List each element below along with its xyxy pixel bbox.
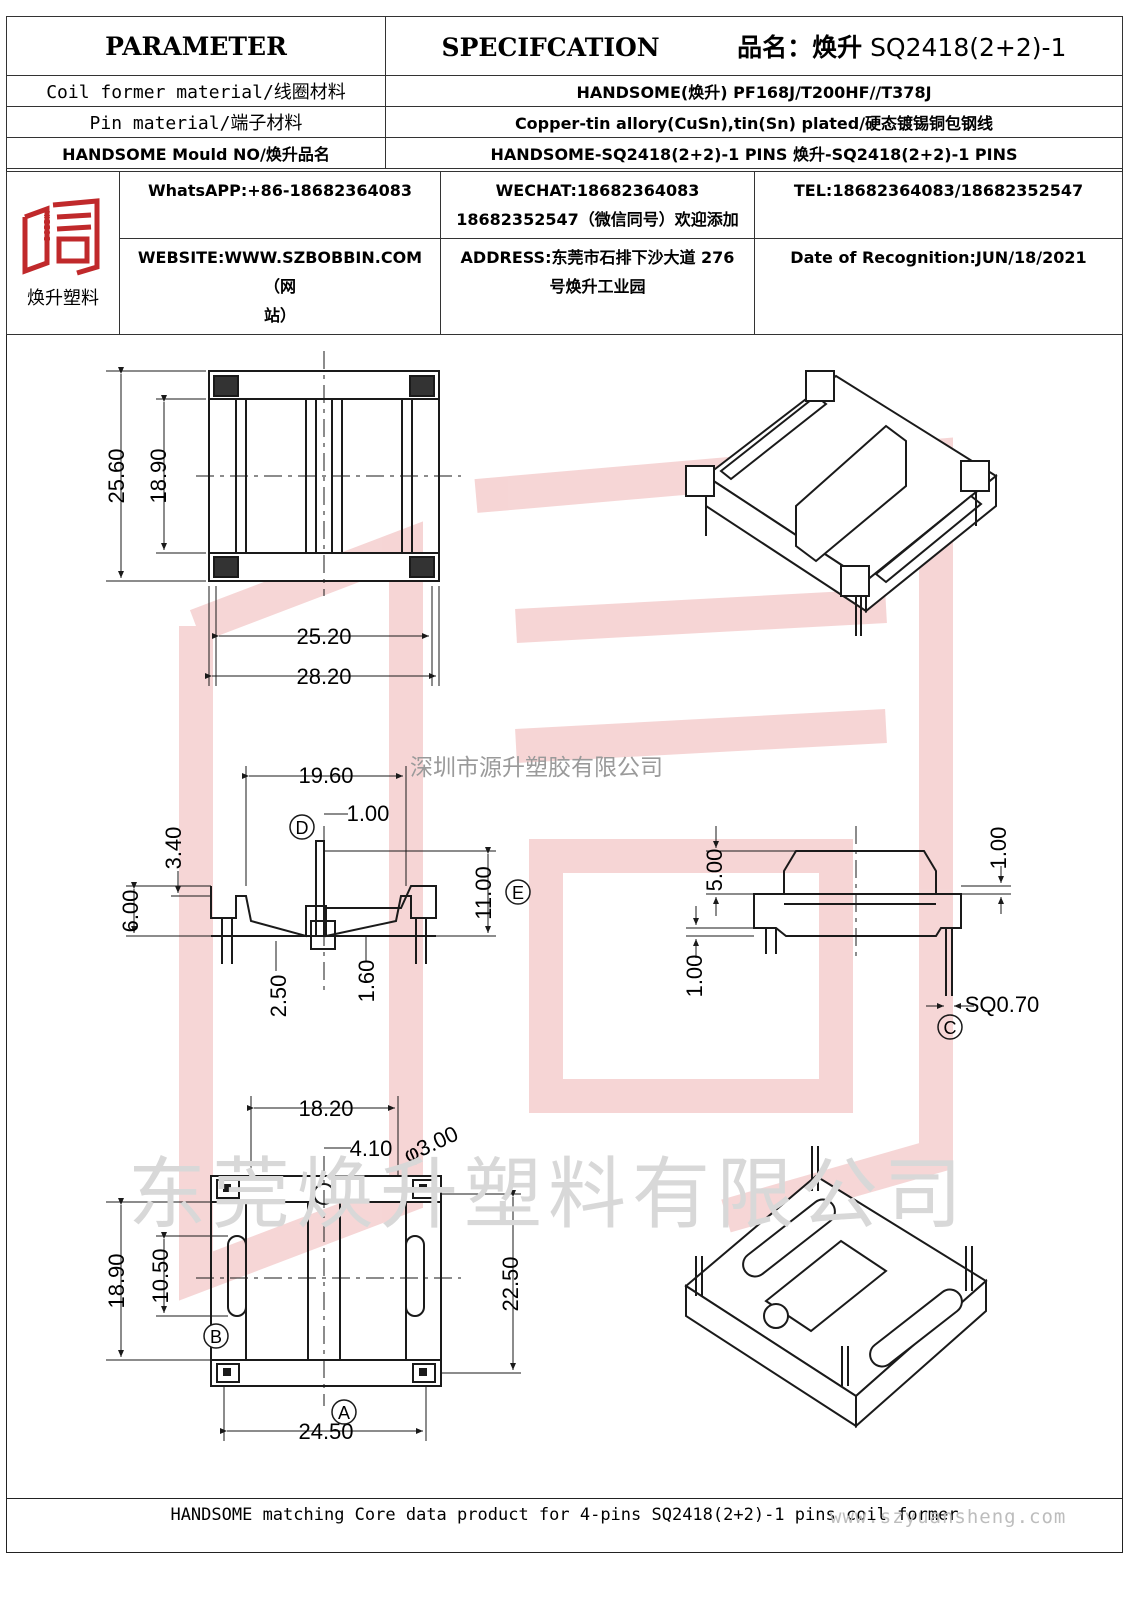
dim-top-width-total: 28.20 (296, 664, 351, 689)
side-view (686, 826, 1011, 1009)
label-e-circle (505, 879, 531, 905)
specification-label: SPECIFCATION (441, 33, 660, 62)
label-b-circle (203, 1323, 229, 1349)
dim-top-width-inner: 25.20 (296, 624, 351, 649)
website: WEBSITE:WWW.SZBOBBIN.COM（网 站） (119, 238, 441, 335)
pin-material-label: Pin material/端子材料 (6, 106, 386, 138)
dim-side-right: 1.00 (986, 827, 1011, 870)
company-info-table: BOBBIN 焕升塑料 WhatsAPP:+86-18682364083 WEC… (6, 171, 1123, 335)
watermark-large: 东莞焕升塑料有限公司 (128, 1150, 969, 1240)
front-view (126, 766, 496, 996)
label-e: E (512, 883, 524, 903)
iso-view-top (685, 370, 998, 636)
mould-no-value: HANDSOME-SQ2418(2+2)-1 PINS 焕升-SQ2418(2+… (385, 137, 1123, 169)
label-b: B (210, 1327, 222, 1347)
dim-side-bottom: 1.00 (682, 955, 707, 998)
label-a: A (338, 1403, 350, 1423)
label-d-circle (289, 814, 315, 840)
dim-bottom-height-right: 22.50 (498, 1256, 523, 1311)
parameter-table: PARAMETER SPECIFCATION 品名：焕升 SQ2418(2+2)… (6, 16, 1123, 169)
coil-material-label: Coil former material/线圈材料 (6, 75, 386, 107)
product-name-value: SQ2418(2+2)-1 (870, 33, 1067, 62)
logo-text: 焕升塑料 (27, 287, 99, 309)
dim-top-height-inner: 18.90 (146, 448, 171, 503)
bobbin-logo-icon: BOBBIN (22, 197, 100, 275)
dim-front-pin-offset: 1.00 (347, 801, 390, 826)
specification-header: SPECIFCATION 品名：焕升 SQ2418(2+2)-1 (385, 16, 1123, 76)
label-c: C (944, 1018, 957, 1038)
dim-side-pin-size: SQ0.70 (965, 992, 1040, 1017)
dim-bottom-offset: 4.10 (350, 1136, 393, 1161)
dim-bottom-height-left: 18.90 (104, 1253, 129, 1308)
footer-note: HANDSOME matching Core data product for … (6, 1498, 1123, 1531)
top-view (106, 351, 461, 686)
product-name-label: 品名：焕升 (737, 33, 863, 62)
dim-side-top: 5.00 (702, 849, 727, 892)
wechat-line1: WECHAT:18682364083 (495, 181, 700, 200)
logo-inner-text: BOBBIN (43, 210, 52, 240)
website-line1: WEBSITE:WWW.SZBOBBIN.COM（网 (137, 248, 423, 296)
wechat: WECHAT:18682364083 18682352547（微信同号）欢迎添加 (440, 171, 755, 239)
mould-no-label: HANDSOME Mould NO/焕升品名 (6, 137, 386, 169)
technical-drawing: 25.60 18.90 25.20 28.20 (104, 351, 1040, 1444)
address-line2: 号焕升工业园 (549, 277, 646, 296)
dim-front-a: 3.40 (161, 827, 186, 870)
telephone: TEL:18682364083/18682352547 (754, 171, 1123, 239)
dim-front-height: 11.00 (471, 866, 496, 919)
company-logo: BOBBIN 焕升塑料 (6, 171, 120, 335)
coil-material-value: HANDSOME(焕升) PF168J/T200HF//T378J (385, 75, 1123, 107)
watermark-url: www.szyuansheng.com (830, 1506, 1067, 1528)
watermark-small: 深圳市源升塑胶有限公司 (410, 755, 663, 781)
bottom-view (106, 1096, 521, 1441)
dim-top-height-total: 25.60 (104, 448, 129, 503)
dim-front-b: 6.00 (118, 890, 143, 933)
address-line1: ADDRESS:东莞市石排下沙大道 276 (460, 248, 735, 267)
wechat-line2: 18682352547（微信同号）欢迎添加 (456, 210, 739, 229)
whatsapp: WhatsAPP:+86-18682364083 (119, 171, 441, 239)
dim-front-width: 19.60 (298, 763, 353, 788)
dim-front-d: 1.60 (354, 960, 379, 1003)
pin-material-value: Copper-tin allory(CuSn),tin(Sn) plated/硬… (385, 106, 1123, 138)
recognition-date: Date of Recognition:JUN/18/2021 (754, 238, 1123, 335)
website-line2: 站） (263, 306, 296, 325)
label-c-circle (937, 1014, 963, 1040)
dim-bottom-width-top: 18.20 (298, 1096, 353, 1121)
parameter-header: PARAMETER (6, 16, 386, 76)
address: ADDRESS:东莞市石排下沙大道 276 号焕升工业园 (440, 238, 755, 335)
product-name: 品名：焕升 SQ2418(2+2)-1 (737, 33, 1066, 62)
label-d: D (296, 818, 309, 838)
label-a-circle (331, 1399, 357, 1425)
dim-bottom-height-inner: 10.50 (148, 1248, 173, 1303)
iso-view-bottom (684, 1146, 988, 1429)
dim-front-c: 2.50 (266, 975, 291, 1018)
